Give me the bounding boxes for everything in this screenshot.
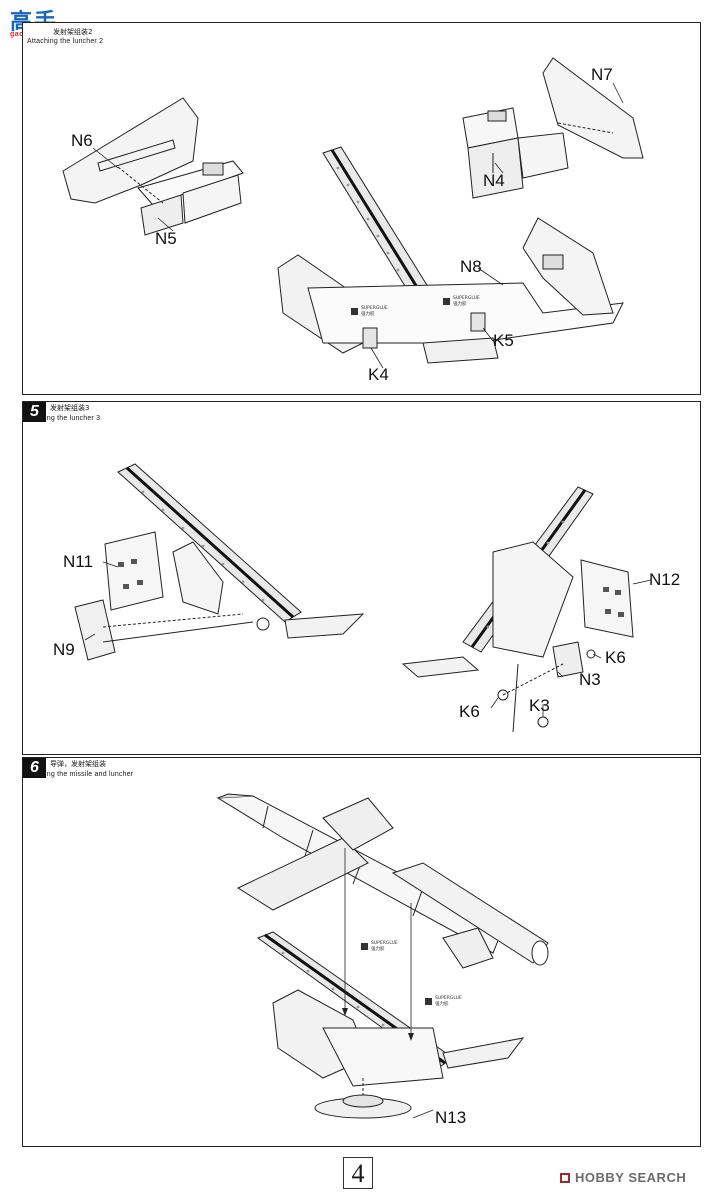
step-title-cn: 发射架组装3 [50, 404, 90, 412]
part-label-n13: N13 [435, 1108, 467, 1127]
step-title-en: Attaching the luncher 3 [24, 415, 101, 422]
assembly-drawing-step-5 [74, 463, 652, 733]
part-label-k3: K3 [529, 696, 550, 715]
glue-mark-cn: 强力胶 [361, 310, 375, 317]
glue-mark-en: SUPERGLUE [361, 305, 388, 311]
part-label-n11: N11 [63, 552, 93, 571]
glue-mark-en: SUPERGLUE [435, 995, 462, 1001]
part-label-k6: K6 [605, 648, 626, 667]
part-label-n4: N4 [483, 171, 505, 190]
part-label-n8: N8 [460, 257, 482, 276]
step-number-badge: 6 [23, 758, 46, 778]
glue-mark-cn: 强力胶 [453, 300, 467, 307]
hobby-search-watermark: HOBBY SEARCH [575, 1170, 687, 1185]
assembly-drawing-step-4: SUPERGLUE 强力胶 SUPERGLUE 强力胶 [62, 57, 644, 369]
step-title-en: Attaching the luncher 2 [27, 38, 104, 45]
page-number: 4 [343, 1157, 373, 1189]
step-number-badge: 5 [23, 402, 46, 422]
part-label-k4: K4 [368, 365, 389, 384]
glue-mark-cn: 强力胶 [371, 945, 385, 952]
step-panel-missile-launcher: 6 导弹，发射架组装 Attaching the missile and lun… [22, 757, 701, 1147]
part-label-n12: N12 [649, 570, 681, 589]
part-label-n5: N5 [155, 229, 177, 248]
glue-mark-en: SUPERGLUE [371, 940, 398, 946]
step-title-cn: 发射架组装2 [53, 28, 93, 36]
step-panel-launcher-2: 发射架组装2 Attaching the luncher 2 [22, 22, 701, 395]
step-panel-launcher-3: 5 发射架组装3 Attaching the luncher 3 [22, 401, 701, 755]
part-label-n7: N7 [591, 65, 613, 84]
step-title-cn: 导弹，发射架组装 [50, 760, 106, 768]
glue-mark-en: SUPERGLUE [453, 295, 480, 301]
part-label-k6-lower: K6 [459, 702, 480, 721]
hobby-search-logo-icon [560, 1173, 570, 1183]
glue-mark-cn: 强力胶 [435, 1000, 449, 1007]
step-title-en: Attaching the missile and luncher [24, 771, 134, 778]
part-label-n6: N6 [71, 131, 93, 150]
part-label-n9: N9 [53, 640, 75, 659]
part-label-k5: K5 [493, 331, 514, 350]
part-label-n3: N3 [579, 670, 601, 689]
assembly-drawing-step-6: SUPERGLUE 强力胶 SUPERGLUE 强力胶 [216, 793, 549, 1119]
